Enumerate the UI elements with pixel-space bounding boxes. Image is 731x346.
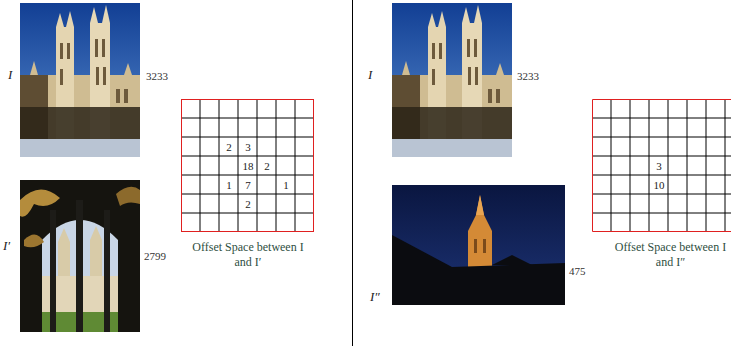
grid-caption: Offset Space between I and I″ [612,240,729,270]
offset-count: 3 [239,138,258,157]
image-name: I″ [370,289,380,305]
divider [352,0,353,346]
grid-caption: Offset Space between I and I′ [188,240,308,270]
offset-count: 18 [239,157,258,176]
offset-count: 2 [220,138,239,157]
image-name: I′ [3,238,10,254]
feature-count: 475 [569,265,586,277]
offset-count: 3 [650,157,669,176]
offset-grid [181,99,314,232]
offset-count: 10 [650,176,669,195]
offset-count: 2 [258,157,277,176]
offset-grid [592,99,731,232]
offset-count: 7 [239,176,258,195]
image-name: I [368,67,372,83]
feature-count: 2799 [144,250,166,262]
offset-count: 1 [220,176,239,195]
offset-count: 1 [277,176,296,195]
feature-count: 3233 [146,70,168,82]
image-name: I [8,67,12,83]
offset-count: 2 [239,195,258,214]
feature-count: 3233 [517,70,539,82]
